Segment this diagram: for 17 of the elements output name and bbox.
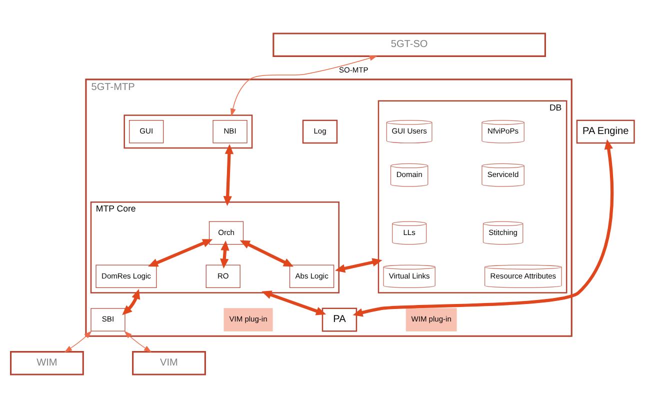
arrow (230, 54, 378, 116)
arrow (262, 290, 326, 315)
node-box: WIM (10, 350, 84, 375)
arrow (220, 240, 230, 268)
node-box: PA Engine (576, 119, 635, 144)
arrow (240, 240, 294, 266)
node-box: VIM (132, 350, 206, 375)
node-box: PA (322, 307, 358, 332)
arrow (124, 330, 152, 352)
arrow (148, 238, 213, 266)
arrow (335, 258, 382, 272)
node-box: 5GT-SO (272, 32, 546, 56)
cluster (124, 114, 253, 148)
arrow (122, 288, 140, 315)
arrow (223, 144, 234, 206)
arrow (352, 138, 614, 316)
arrow (64, 330, 92, 352)
